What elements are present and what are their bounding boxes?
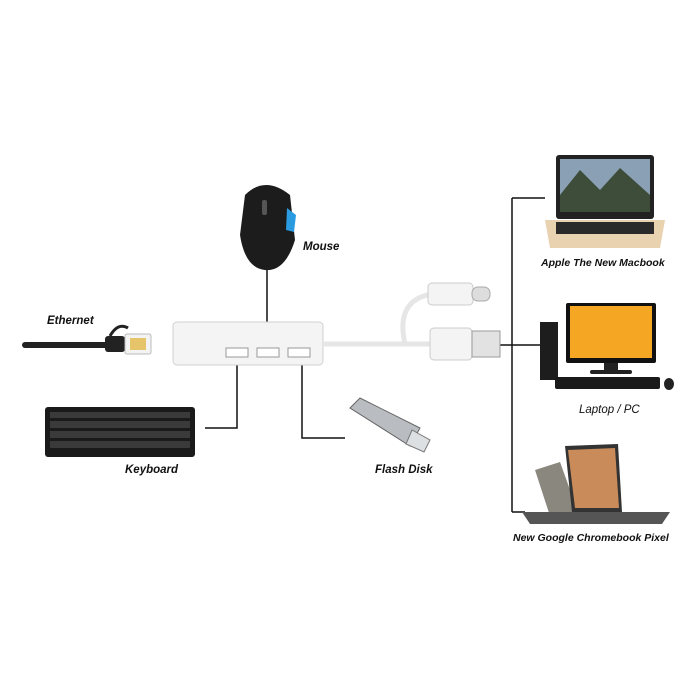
flash-disk-line bbox=[301, 365, 345, 439]
ethernet-label: Ethernet bbox=[47, 315, 94, 327]
macbook-image bbox=[545, 155, 665, 248]
ethernet-cable bbox=[22, 324, 152, 355]
keyboard-label: Keyboard bbox=[125, 464, 179, 476]
keyboard-line bbox=[205, 365, 238, 429]
pc-label: Laptop / PC bbox=[579, 404, 640, 416]
flash-disk-image bbox=[349, 397, 431, 453]
pc-image bbox=[540, 303, 674, 390]
chromebook-image bbox=[522, 444, 670, 524]
keyboard-image bbox=[45, 407, 195, 457]
macbook-label: Apple The New Macbook bbox=[541, 257, 665, 269]
usb-hub bbox=[172, 282, 501, 366]
flash-disk-label: Flash Disk bbox=[375, 464, 433, 476]
chromebook-label: New Google Chromebook Pixel bbox=[513, 532, 669, 544]
mouse-image bbox=[240, 185, 296, 271]
mouse-label: Mouse bbox=[303, 241, 340, 253]
host-bracket-line bbox=[500, 197, 545, 513]
connector-lines bbox=[205, 197, 545, 513]
